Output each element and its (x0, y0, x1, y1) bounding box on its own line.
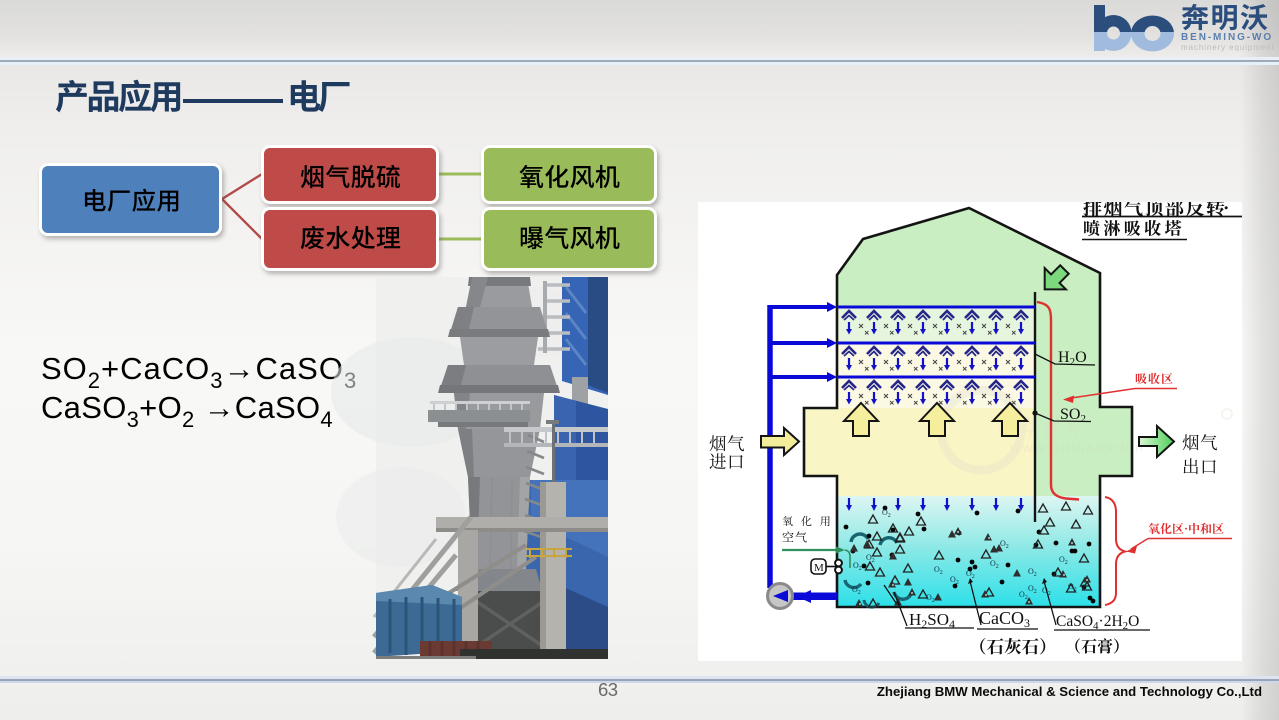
svg-text:O2: O2 (966, 569, 975, 580)
svg-text:O2: O2 (990, 559, 999, 570)
svg-text:H2SO4: H2SO4 (909, 610, 955, 631)
svg-text:O2: O2 (1028, 584, 1037, 595)
svg-text:H2O: H2O (1058, 349, 1087, 368)
svg-text:WWW.CHINACRUSH: WWW.CHINACRUSH (1010, 443, 1145, 455)
svg-text:O2: O2 (852, 585, 861, 596)
svg-text:CaSO4·2H2O: CaSO4·2H2O (1056, 613, 1139, 632)
svg-text:O2: O2 (934, 565, 943, 576)
svg-text:O2: O2 (926, 593, 935, 604)
svg-text:O2: O2 (866, 553, 875, 564)
svg-text:O2: O2 (853, 561, 862, 572)
svg-text:O2: O2 (1028, 567, 1037, 578)
svg-text:CaCO3: CaCO3 (979, 608, 1030, 630)
svg-text:O2: O2 (882, 508, 891, 519)
svg-text:O2: O2 (1019, 590, 1028, 601)
svg-text:O2: O2 (1000, 539, 1009, 550)
svg-text:M: M (814, 562, 824, 574)
svg-text:SO2: SO2 (1060, 406, 1086, 425)
svg-text:O2: O2 (1059, 555, 1068, 566)
svg-text:O2: O2 (950, 575, 959, 586)
svg-text:O2: O2 (1068, 582, 1077, 593)
